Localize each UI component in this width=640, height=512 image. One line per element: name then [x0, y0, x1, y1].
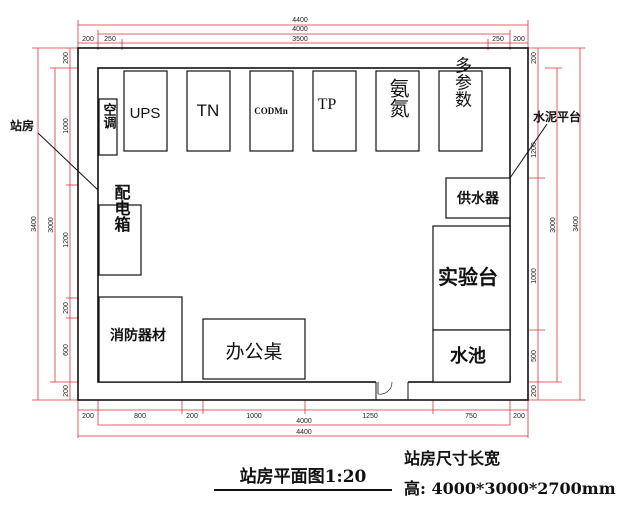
ups-label: UPS — [130, 105, 161, 122]
bottom-seg-4: 1000 — [246, 413, 262, 420]
cement-platform-label: 水泥平台 — [533, 109, 581, 124]
office-desk-label: 办公桌 — [225, 341, 282, 363]
bottom-dimensions: 200 800 200 1000 1250 750 200 4000 4400 — [77, 400, 529, 438]
ammonia-box — [375, 70, 420, 152]
bottom-inner-dim: 4000 — [296, 418, 312, 425]
bottom-seg-7: 200 — [513, 413, 525, 420]
multi-param-label: 多参数 — [451, 56, 472, 107]
outer-wall — [77, 47, 529, 401]
left-seg-2: 1000 — [63, 118, 70, 134]
top-seg-4: 250 — [492, 36, 504, 43]
tp-box — [312, 70, 357, 152]
bottom-seg-6: 750 — [465, 413, 477, 420]
codmn-label: CODMn — [254, 106, 288, 116]
right-seg-2: 1200 — [531, 142, 538, 158]
station-label: 站房 — [10, 118, 34, 133]
bottom-total-dim: 4400 — [296, 429, 312, 436]
top-seg-1: 200 — [82, 36, 94, 43]
ac-label: 空调 — [101, 102, 117, 130]
top-inner-dim: 4000 — [292, 26, 308, 33]
lab-bench-label: 实验台 — [438, 265, 498, 289]
tn-label: TN — [197, 101, 220, 120]
station-leader — [37, 132, 99, 191]
ac-box — [98, 98, 118, 156]
top-dimensions: 4400 4000 200 250 3500 250 200 — [77, 17, 529, 50]
bottom-seg-3: 200 — [186, 413, 198, 420]
left-inner-dim: 3000 — [48, 217, 55, 233]
sink-box — [432, 329, 511, 383]
right-inner-dim: 3000 — [550, 217, 557, 233]
fire-equipment-box — [98, 296, 183, 383]
top-seg-3: 3500 — [292, 36, 308, 43]
left-seg-3: 1200 — [63, 232, 70, 248]
dimension-note-value: 高: 4000*3000*2700mm — [404, 479, 616, 498]
dimension-note: 站房尺寸长宽 高: 4000*3000*2700mm — [404, 444, 616, 504]
right-dimensions: 200 1200 1000 500 200 3000 3400 — [528, 47, 585, 401]
inner-wall — [97, 67, 511, 383]
office-desk-box — [202, 318, 306, 380]
left-seg-1: 200 — [63, 52, 70, 64]
right-seg-1: 200 — [531, 52, 538, 64]
lab-bench-box — [432, 225, 511, 331]
bottom-seg-5: 1250 — [362, 413, 378, 420]
dimension-note-title: 站房尺寸长宽 — [404, 449, 501, 468]
right-outer-dim: 3400 — [573, 216, 580, 232]
water-supply-box — [445, 177, 511, 219]
top-total-dim: 4400 — [292, 17, 308, 24]
plan-title: 站房平面图1:20 — [214, 462, 392, 491]
ammonia-label: 氨氮 — [386, 78, 410, 118]
multi-param-box — [438, 70, 483, 152]
fire-equipment-label: 消防器材 — [110, 327, 166, 344]
left-outer-dim: 3400 — [31, 216, 38, 232]
sink-label: 水池 — [450, 345, 486, 367]
bottom-seg-1: 200 — [82, 413, 94, 420]
cement-platform-leader — [509, 123, 548, 179]
bottom-seg-2: 800 — [134, 413, 146, 420]
water-supply-label: 供水器 — [456, 190, 500, 207]
left-seg-6: 200 — [63, 385, 70, 397]
left-seg-4: 200 — [63, 302, 70, 314]
right-seg-4: 500 — [531, 350, 538, 362]
codmn-box — [249, 70, 294, 152]
right-seg-3: 1000 — [531, 268, 538, 284]
distribution-label: 配电箱 — [112, 184, 131, 233]
door — [375, 377, 409, 400]
distribution-box — [98, 204, 142, 276]
top-seg-2: 250 — [104, 36, 116, 43]
left-seg-5: 600 — [63, 344, 70, 356]
tn-box — [186, 70, 231, 152]
left-dimensions: 3400 3000 200 1000 1200 200 600 200 — [31, 47, 78, 401]
ups-box — [123, 70, 168, 152]
right-seg-5: 200 — [531, 385, 538, 397]
tp-label: TP — [318, 96, 337, 113]
top-seg-5: 200 — [513, 36, 525, 43]
